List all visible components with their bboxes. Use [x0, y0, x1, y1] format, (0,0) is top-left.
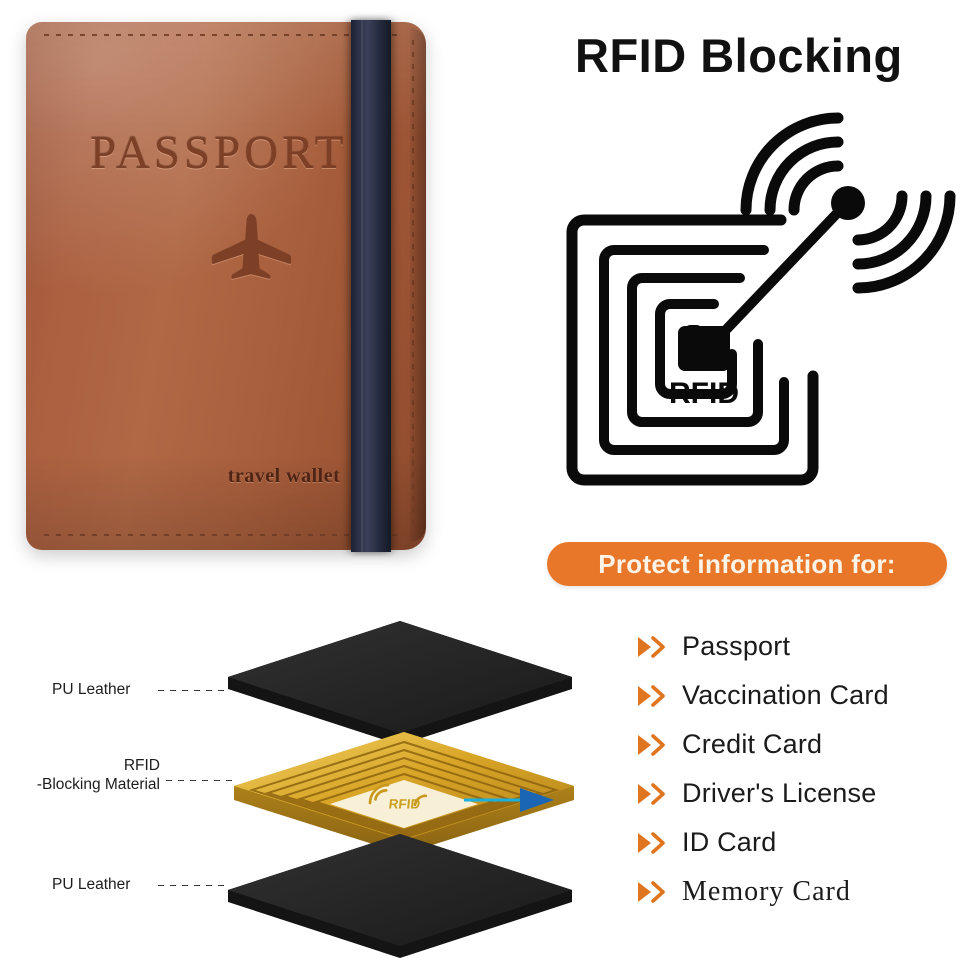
- list-item-label: Driver's License: [682, 778, 877, 808]
- layer-top-pu-leather: [220, 615, 580, 745]
- list-item-label: Credit Card: [682, 729, 823, 759]
- layer-rfid-blocking-material: RFID: [228, 728, 580, 853]
- passport-emboss-text: PASSPORT: [90, 127, 348, 179]
- protect-information-banner: Protect information for:: [547, 542, 947, 586]
- elastic-closure-band: [351, 20, 391, 552]
- svg-text:RFID: RFID: [388, 796, 421, 811]
- double-chevron-icon: [636, 781, 672, 807]
- protect-banner-label: Protect information for:: [598, 548, 896, 579]
- page-title: RFID Blocking: [575, 29, 903, 82]
- callout-bottom-pu-leather: PU Leather: [52, 876, 131, 893]
- list-item: Driver's License: [636, 769, 956, 818]
- double-chevron-icon: [636, 830, 672, 856]
- passport-wallet-photo: PASSPORT travel wallet: [26, 20, 426, 552]
- double-chevron-icon: [636, 683, 672, 709]
- rfid-chip: [678, 326, 730, 371]
- wallet-spine: [410, 28, 426, 542]
- rfid-tag-icon: RFID: [556, 108, 956, 508]
- callout-line-2: -Blocking Material: [36, 776, 160, 794]
- blue-signal-arrow: [464, 788, 554, 812]
- double-chevron-icon: [636, 634, 672, 660]
- leader-line-bottom: [158, 885, 230, 886]
- leader-line-middle: [166, 780, 232, 781]
- list-item-label: Passport: [682, 631, 791, 661]
- list-item: Vaccination Card: [636, 671, 956, 720]
- list-item: Memory Card: [636, 867, 956, 916]
- material-layer-diagram: RFID: [0, 600, 620, 958]
- callout-top-pu-leather: PU Leather: [52, 681, 131, 698]
- list-item-label: Memory Card: [682, 875, 851, 907]
- list-item: Credit Card: [636, 720, 956, 769]
- layer-bottom-pu-leather: [220, 828, 580, 958]
- list-item-label: ID Card: [682, 827, 777, 857]
- travel-wallet-emboss-text: travel wallet: [227, 465, 341, 487]
- callout-rfid-blocking-material: RFID -Blocking Material: [0, 756, 160, 795]
- leader-line-top: [158, 690, 230, 691]
- svg-text:RFID: RFID: [669, 377, 739, 410]
- double-chevron-icon: [636, 732, 672, 758]
- list-item: ID Card: [636, 818, 956, 867]
- double-chevron-icon: [636, 879, 672, 905]
- protected-items-list: Passport Vaccination Card Credit Card: [636, 622, 956, 916]
- list-item-label: Vaccination Card: [682, 680, 889, 710]
- list-item: Passport: [636, 622, 956, 671]
- antenna-node: [831, 186, 865, 220]
- callout-line-1: RFID: [123, 757, 160, 774]
- airplane-icon: [202, 212, 302, 280]
